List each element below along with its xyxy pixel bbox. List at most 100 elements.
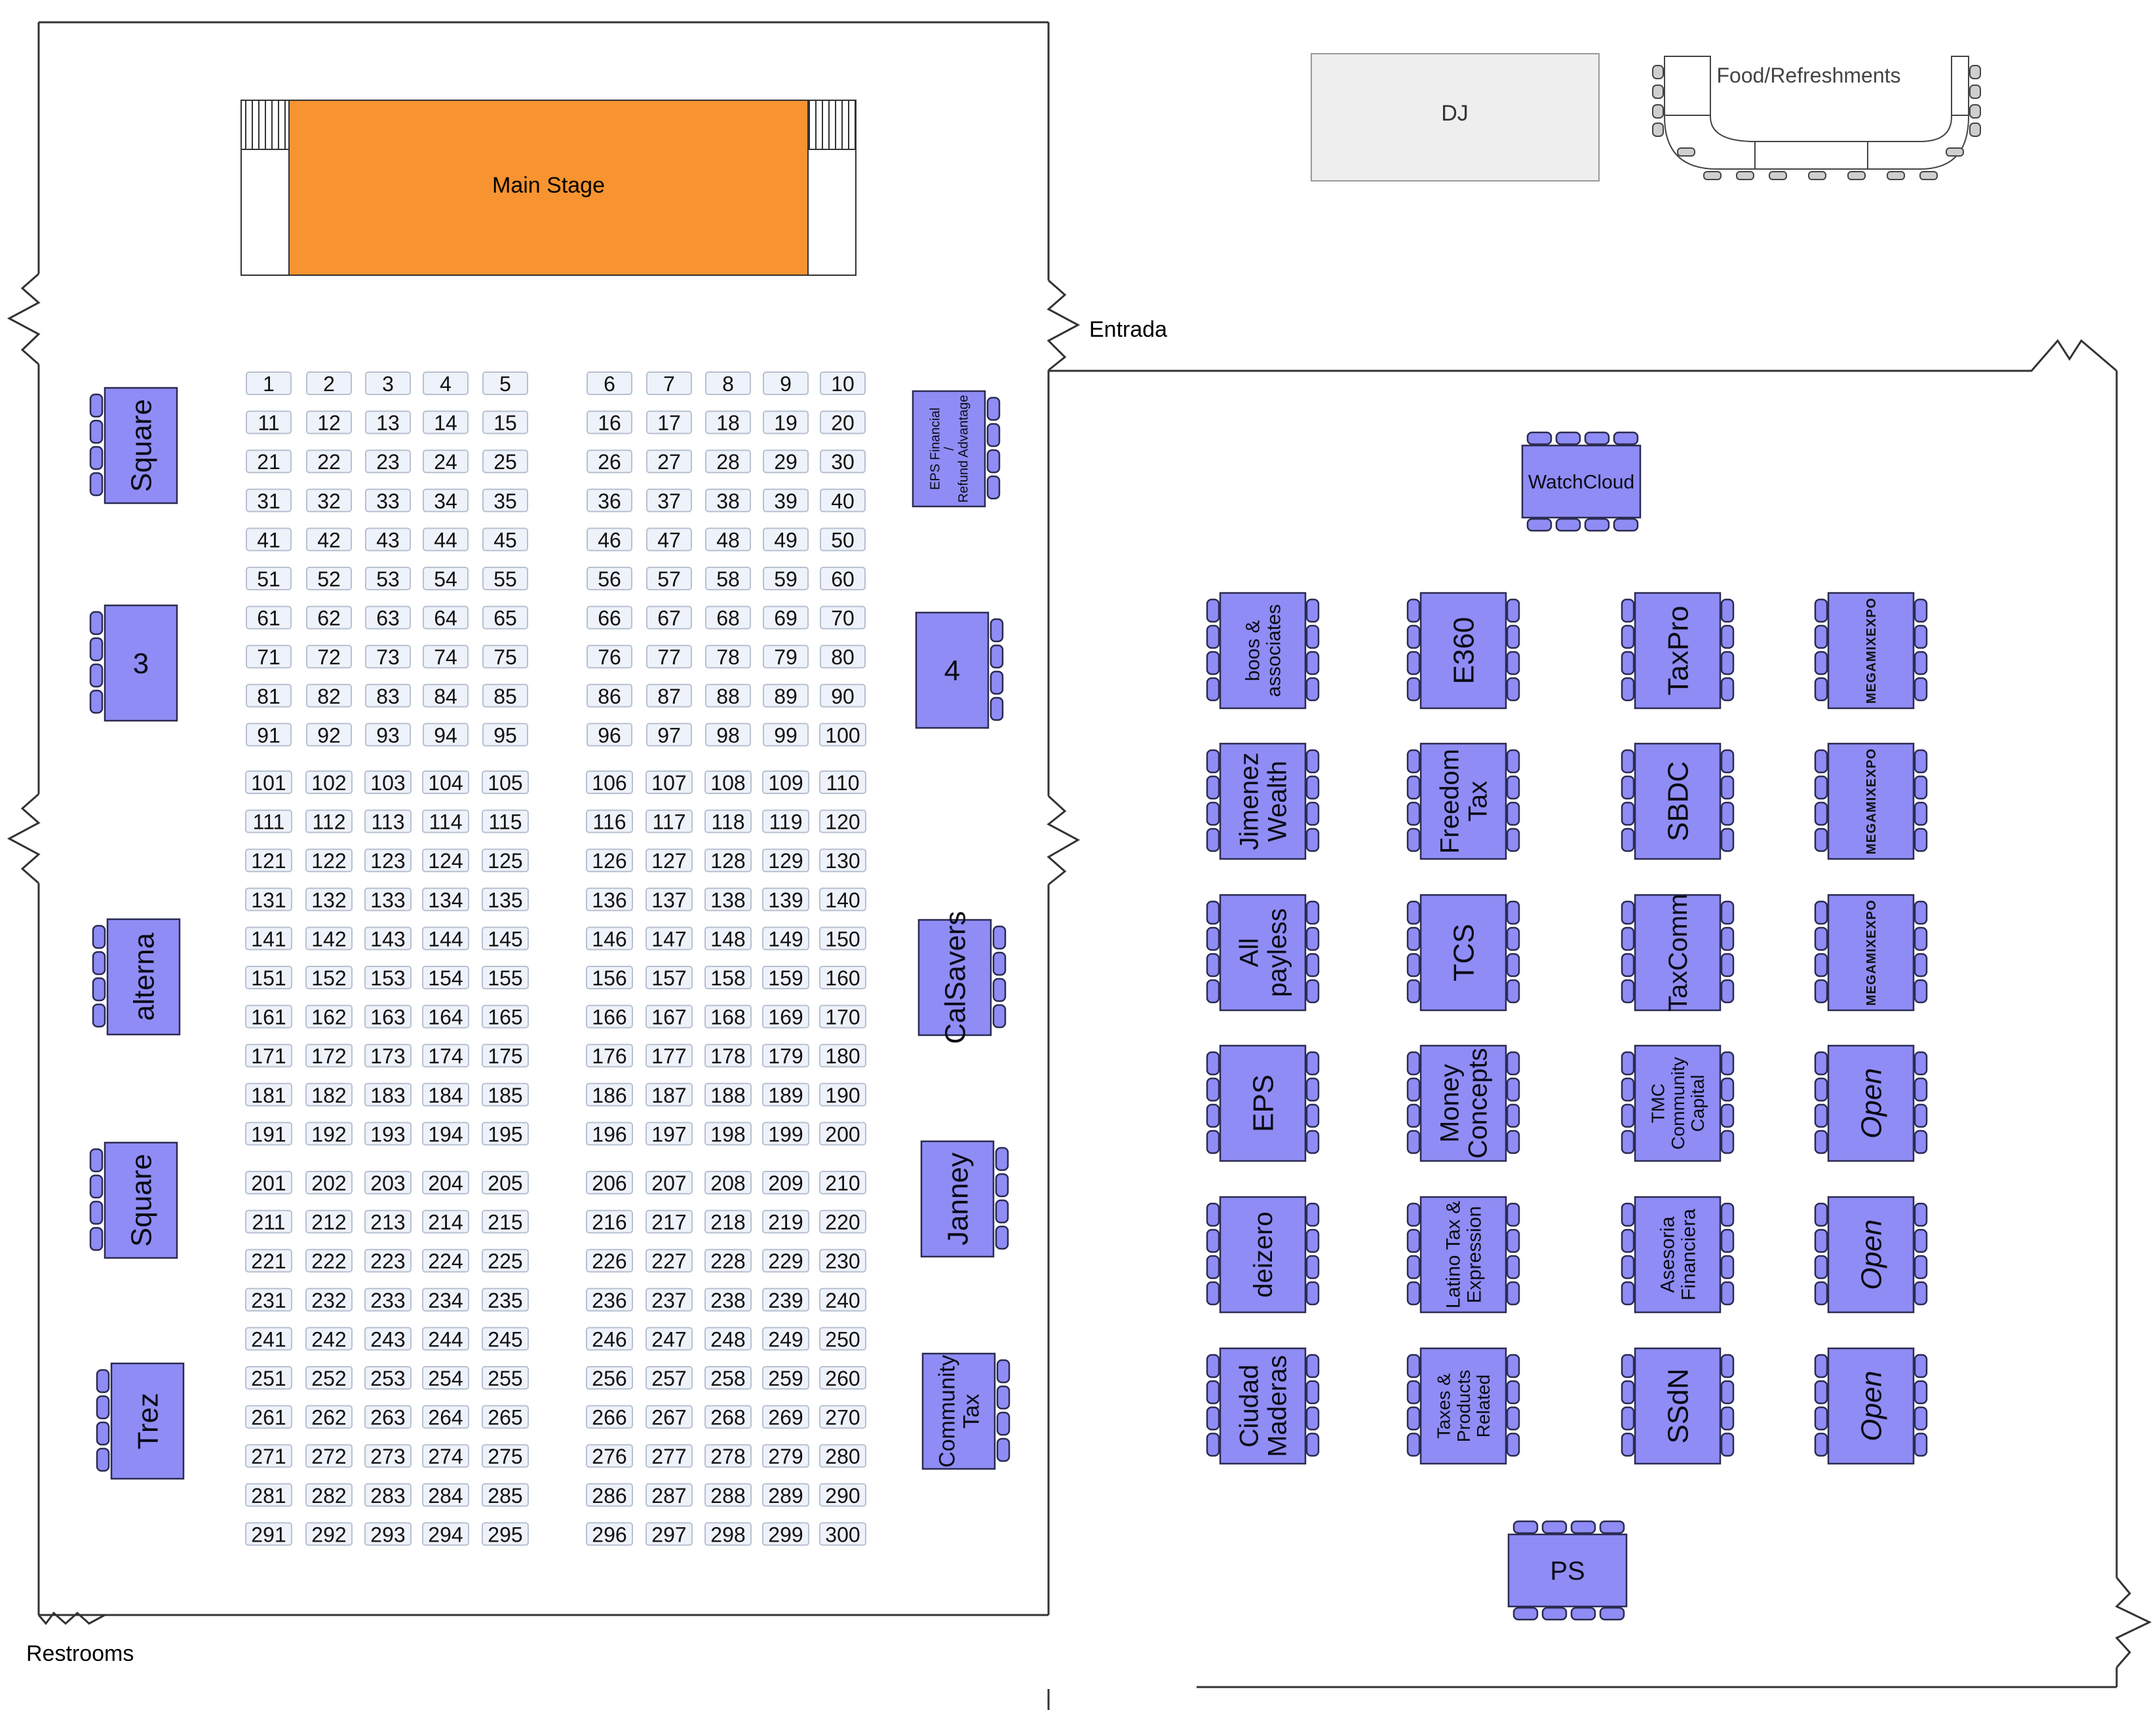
- seat-cushion: [704, 887, 752, 911]
- seat-number: 226: [592, 1249, 626, 1273]
- seat: 200: [819, 1122, 866, 1146]
- seat-number: 252: [311, 1367, 346, 1390]
- seat-number: 128: [710, 849, 745, 873]
- chair: [1506, 1202, 1520, 1227]
- chair: [96, 1369, 110, 1394]
- seat: 38: [705, 488, 751, 513]
- seat: 186: [586, 1082, 633, 1107]
- seat: 5: [482, 371, 528, 396]
- booth-4: 4: [915, 611, 1004, 729]
- seat: 265: [482, 1405, 529, 1430]
- chair: [1506, 979, 1520, 1004]
- seat-cushion: [586, 770, 633, 794]
- seat-number: 22: [317, 450, 341, 474]
- chair: [1621, 598, 1635, 623]
- booth-label: TMCCommunityCapital: [1648, 1057, 1708, 1150]
- seat: 53: [365, 567, 411, 591]
- seat-cushion: [646, 488, 692, 512]
- seat-cushion: [306, 371, 352, 395]
- seat-cushion: [705, 410, 751, 434]
- seat: 2: [306, 371, 352, 396]
- seat: 203: [364, 1171, 412, 1195]
- seat-cushion: [365, 605, 411, 630]
- booth-label: 4: [944, 655, 960, 687]
- seat-number: 80: [831, 645, 855, 669]
- seat: 48: [705, 527, 751, 552]
- booth-label-line: Latino Tax &: [1442, 1201, 1464, 1309]
- booth-label: Trez: [132, 1393, 164, 1449]
- seat: 148: [704, 926, 752, 951]
- seat-number: 38: [716, 489, 740, 513]
- seat: 45: [482, 527, 528, 552]
- seat: 64: [423, 605, 469, 630]
- booth-freedom-tax: FreedomTax: [1406, 742, 1520, 860]
- chair: [1814, 1228, 1828, 1253]
- seat-cushion: [645, 887, 693, 911]
- seat: 294: [422, 1522, 469, 1546]
- seat-number: 102: [311, 771, 346, 795]
- seat-number: 245: [488, 1327, 522, 1351]
- booth-table: [1827, 1044, 1915, 1162]
- seat: 80: [820, 645, 866, 669]
- chair: [986, 449, 1001, 474]
- booth-label-line: /: [942, 447, 957, 451]
- chair: [1720, 1202, 1735, 1227]
- seat: 24: [423, 449, 469, 474]
- chair: [89, 637, 104, 662]
- seat: 113: [364, 809, 412, 834]
- seat: 156: [586, 966, 633, 990]
- booth-label: alterna: [128, 932, 160, 1021]
- chair: [1206, 900, 1220, 925]
- seat-number: 235: [488, 1289, 522, 1312]
- seat: 19: [763, 410, 809, 435]
- seat-number: 250: [825, 1327, 860, 1351]
- seat-number: 160: [825, 966, 860, 990]
- seat: 98: [705, 723, 751, 747]
- seat-number: 202: [311, 1171, 346, 1195]
- seat-number: 65: [493, 607, 517, 630]
- seat-cushion: [704, 1522, 752, 1546]
- seat-cushion: [819, 809, 866, 833]
- seat-number: 118: [711, 810, 744, 834]
- seat-number: 105: [488, 771, 522, 795]
- seat: 276: [586, 1444, 633, 1468]
- food-label: Food/Refreshments: [1716, 64, 1900, 87]
- seat-cushion: [482, 1327, 529, 1351]
- seat: 119: [762, 809, 809, 834]
- seat: 292: [305, 1522, 353, 1546]
- seat-number: 10: [831, 372, 855, 396]
- seat-cushion: [245, 809, 292, 833]
- seat-cushion: [423, 410, 469, 434]
- seat-number: 219: [768, 1211, 803, 1234]
- chair: [1621, 1103, 1635, 1128]
- seat-cushion: [704, 966, 752, 989]
- seat: 168: [704, 1004, 752, 1029]
- seat-cushion: [819, 926, 866, 951]
- chair: [1621, 1051, 1635, 1076]
- booth-label-line: alterna: [128, 932, 160, 1021]
- food-chair: [1769, 171, 1787, 180]
- food-chair: [1652, 104, 1664, 119]
- seat: 254: [422, 1366, 469, 1390]
- seat: 73: [365, 645, 411, 669]
- seat-number: 200: [825, 1122, 860, 1146]
- booth-all-payless: Allpayless: [1206, 894, 1320, 1012]
- booth-label-line: Community: [935, 1355, 960, 1468]
- seat: 247: [645, 1327, 693, 1351]
- seat-number: 183: [370, 1084, 405, 1107]
- seat: 281: [245, 1483, 292, 1508]
- seat-number: 270: [825, 1406, 860, 1430]
- chair: [1305, 1077, 1320, 1102]
- seat: 65: [482, 605, 528, 630]
- seat-number: 100: [825, 723, 860, 747]
- chair: [1206, 979, 1220, 1004]
- seat-number: 287: [651, 1484, 686, 1508]
- seat-cushion: [422, 966, 469, 989]
- chair: [1621, 979, 1635, 1004]
- seat: 157: [645, 966, 693, 990]
- chair: [1914, 979, 1928, 1004]
- expo-hall-walls: [1049, 339, 2152, 1688]
- chair: [1914, 900, 1928, 925]
- seat: 33: [365, 488, 411, 513]
